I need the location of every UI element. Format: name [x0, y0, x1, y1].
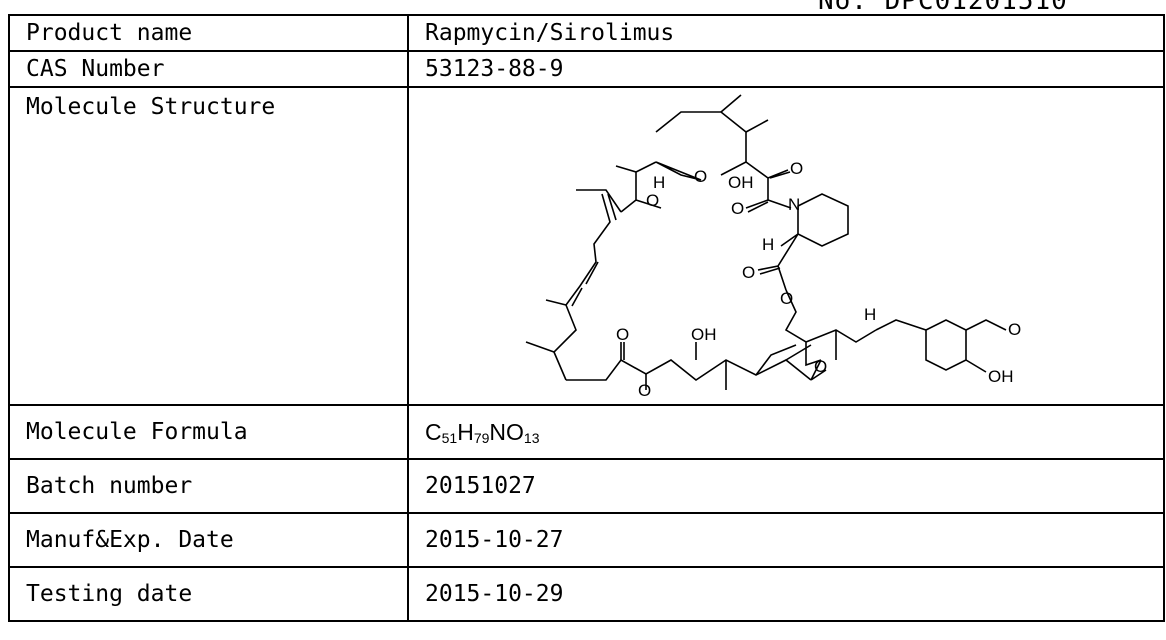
formula-c-count: 51 — [441, 429, 458, 446]
product-spec-table: Product name Rapmycin/Sirolimus CAS Numb… — [8, 14, 1165, 622]
label-o-amide: O — [731, 199, 744, 218]
label-testing-date: Testing date — [8, 566, 409, 622]
label-oh-cyc: OH — [988, 367, 1014, 386]
molecule-structure-image: H O OH O O N H O O H O OH O O OH O O — [407, 86, 1165, 406]
value-manuf-exp-date: 2015-10-27 — [407, 512, 1165, 568]
label-h1: H — [653, 173, 665, 192]
value-molecule-formula: C51H79NO13 — [407, 404, 1165, 460]
label-molecule-structure: Molecule Structure — [8, 86, 409, 406]
label-h-pip: H — [762, 235, 774, 254]
value-testing-date: 2015-10-29 — [407, 566, 1165, 622]
label-manuf-exp-date: Manuf&Exp. Date — [8, 512, 409, 568]
row-molecule-formula: Molecule Formula C51H79NO13 — [8, 404, 1165, 460]
label-product-name: Product name — [8, 14, 409, 52]
formula-h-count: 79 — [473, 429, 490, 446]
row-manuf-exp-date: Manuf&Exp. Date 2015-10-27 — [8, 512, 1165, 568]
value-batch-number: 20151027 — [407, 458, 1165, 514]
label-oh2: OH — [691, 325, 717, 344]
label-o-meo-cyc: O — [1008, 320, 1021, 339]
formula-h: H — [457, 418, 474, 445]
label-o-keto1: O — [790, 159, 803, 178]
row-batch-number: Batch number 20151027 — [8, 458, 1165, 514]
row-testing-date: Testing date 2015-10-29 — [8, 566, 1165, 622]
label-o1: O — [694, 167, 707, 186]
label-o-k2: O — [616, 325, 629, 344]
formula-c: C — [425, 418, 442, 445]
label-o-meo2: O — [638, 381, 651, 396]
label-h-cyc: H — [864, 305, 876, 324]
label-n: N — [788, 195, 800, 214]
label-oh1: OH — [728, 173, 754, 192]
formula-o-count: 13 — [523, 429, 540, 446]
label-o-k3: O — [814, 357, 827, 376]
value-product-name: Rapmycin/Sirolimus — [407, 14, 1165, 52]
label-o-ester-dbl: O — [742, 263, 755, 282]
value-cas-number: 53123-88-9 — [407, 50, 1165, 88]
label-o-ester: O — [780, 289, 793, 308]
document-number-cut: No: DPC01201510 — [818, 0, 1068, 16]
label-cas-number: CAS Number — [8, 50, 409, 88]
formula-no: NO — [489, 418, 524, 445]
structure-drawing: H O OH O O N H O O H O OH O O OH O O — [525, 94, 1021, 400]
label-o-meo1: O — [646, 191, 659, 210]
label-batch-number: Batch number — [8, 458, 409, 514]
row-molecule-structure: Molecule Structure — [8, 86, 1165, 406]
row-product-name: Product name Rapmycin/Sirolimus — [8, 14, 1165, 52]
row-cas-number: CAS Number 53123-88-9 — [8, 50, 1165, 88]
label-molecule-formula: Molecule Formula — [8, 404, 409, 460]
